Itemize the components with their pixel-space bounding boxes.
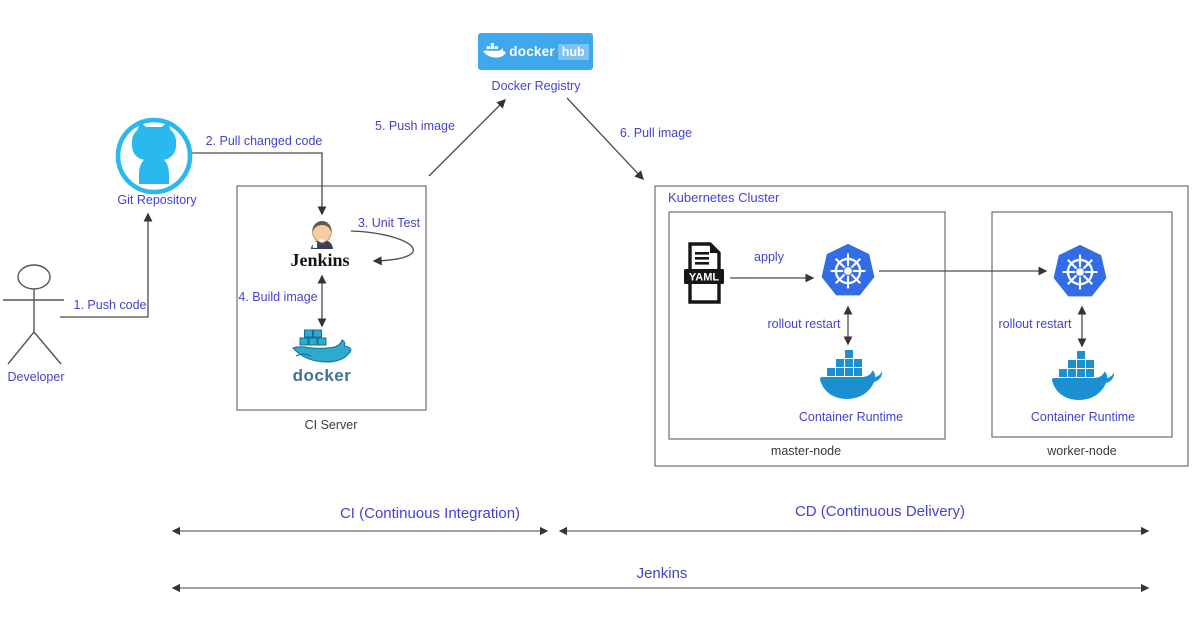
step-push-code: 1. Push code bbox=[73, 298, 147, 312]
ci-server-label: CI Server bbox=[304, 418, 358, 432]
step-push-image: 5. Push image bbox=[375, 119, 455, 133]
rollout-restart-label-worker: rollout restart bbox=[998, 317, 1072, 331]
worker-node-label: worker-node bbox=[1047, 444, 1117, 458]
step-unit-test: 3. Unit Test bbox=[357, 216, 421, 230]
master-node-box bbox=[668, 211, 946, 440]
jenkins-label: Jenkins bbox=[290, 250, 350, 270]
container-runtime-icon-worker bbox=[1052, 351, 1114, 400]
kubernetes-cluster-label: Kubernetes Cluster bbox=[668, 190, 780, 205]
rollout-restart-label-master: rollout restart bbox=[767, 317, 841, 331]
jenkins-icon bbox=[310, 220, 334, 249]
docker-icon bbox=[292, 329, 352, 363]
git-repository-label: Git Repository bbox=[117, 193, 197, 207]
docker-wordmark: docker bbox=[292, 366, 352, 385]
edge-push-image bbox=[428, 99, 506, 177]
ci-server-box bbox=[236, 185, 427, 411]
dockerhub-word-hub: hub bbox=[557, 43, 589, 60]
worker-node-box bbox=[991, 211, 1173, 438]
footer-ci-label: CI (Continuous Integration) bbox=[339, 505, 521, 522]
container-runtime-icon-master bbox=[820, 350, 882, 399]
step-pull-image: 6. Pull image bbox=[619, 126, 693, 140]
footer-jenkins-label: Jenkins bbox=[636, 565, 688, 582]
edge-pull-image bbox=[566, 97, 644, 180]
step-pull-changed-code: 2. Pull changed code bbox=[205, 134, 323, 148]
container-runtime-label-master: Container Runtime bbox=[798, 410, 904, 424]
step-build-image: 4. Build image bbox=[238, 290, 318, 304]
yaml-file-icon: YAML bbox=[684, 242, 724, 304]
developer-label: Developer bbox=[7, 370, 65, 384]
dockerhub-word-docker: docker bbox=[509, 44, 555, 59]
edge-pull-changed-code bbox=[190, 152, 327, 216]
github-icon bbox=[115, 117, 193, 195]
docker-registry-label: Docker Registry bbox=[491, 79, 581, 93]
edge-push-code bbox=[60, 212, 153, 318]
kubernetes-icon-worker bbox=[1053, 244, 1107, 297]
kubernetes-cluster-box bbox=[654, 185, 1189, 467]
edge-unit-test-loop bbox=[350, 230, 414, 266]
dockerhub-logo: docker hub bbox=[478, 33, 593, 70]
dockerhub-whale-icon bbox=[483, 43, 506, 58]
developer-icon bbox=[3, 264, 64, 365]
apply-label: apply bbox=[754, 250, 784, 264]
kubernetes-icon-master bbox=[821, 243, 875, 296]
footer-cd-label: CD (Continuous Delivery) bbox=[794, 503, 966, 520]
master-node-label: master-node bbox=[770, 444, 842, 458]
yaml-text: YAML bbox=[689, 272, 719, 284]
container-runtime-label-worker: Container Runtime bbox=[1030, 410, 1136, 424]
